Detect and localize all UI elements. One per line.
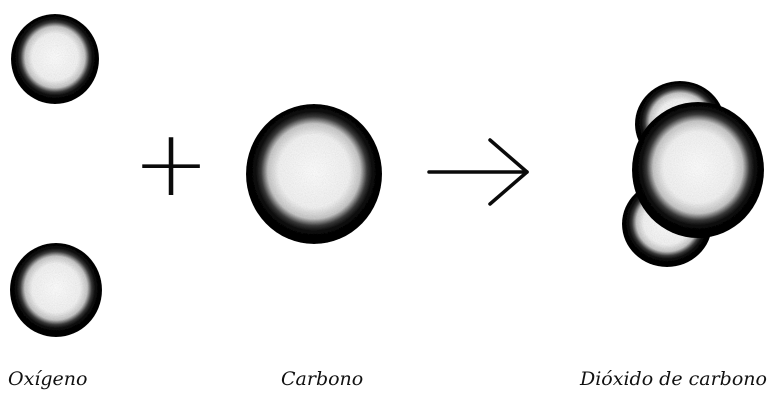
- carbon-label: Carbono: [281, 370, 363, 389]
- oxygen-atom-bottom: [10, 243, 102, 337]
- carbon-dioxide-molecule: [622, 81, 764, 267]
- carbon-atom: [246, 104, 382, 244]
- plus-sign: +: [132, 110, 209, 217]
- reaction-arrow: [429, 140, 527, 204]
- oxygen-atom-top: [11, 14, 99, 104]
- carbon-dioxide-label: Dióxido de carbono: [580, 370, 767, 389]
- oxygen-label: Oxígeno: [8, 370, 87, 389]
- co2-carbon-atom: [632, 102, 764, 238]
